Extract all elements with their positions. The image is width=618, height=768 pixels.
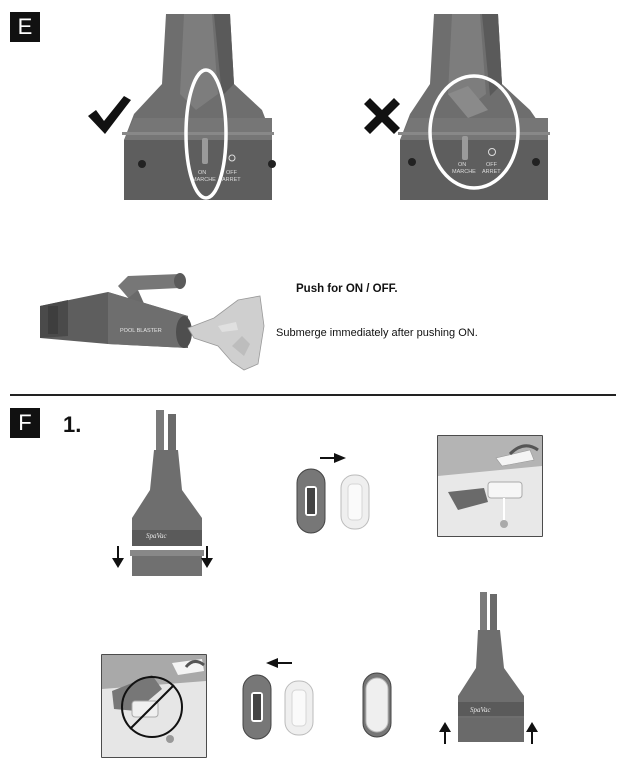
x-mark-icon [364,98,400,134]
section-divider [10,394,616,396]
arrow-down-icon [112,546,124,568]
arrow-up-icon-2 [526,722,538,744]
switch-on-fr-label: MARCHE [192,177,216,183]
switch-on-fr-label-2: MARCHE [452,169,476,175]
filter-assembled-image [362,672,392,738]
switch-off-label-2: OFF [486,162,498,168]
sink-prohibited-photo [101,654,207,758]
pool-blaster-device-image: POOL BLASTER [40,273,265,371]
submerge-instruction: Submerge immediately after pushing ON. [276,327,478,339]
spavac-device-cap-on-image: SpaVac [458,592,524,742]
check-mark-icon [88,96,131,134]
spavac-device-cap-off-image: SpaVac [130,410,204,576]
device-switch-wrong-image: ON MARCHE OFF ARRET [398,14,550,200]
push-on-off-instruction: Push for ON / OFF. [296,283,398,295]
arrow-up-icon [439,722,451,744]
device-switch-correct-image: ON MARCHE OFF ARRET [122,14,276,200]
section-e-badge: E [10,12,40,42]
arrow-left-icon [266,658,292,668]
step-number: 1. [63,412,82,437]
switch-off-label: OFF [226,170,238,176]
prohibited-icon [121,676,183,738]
arrow-right-icon [320,453,346,463]
filter-holder-image [296,468,326,534]
filter-cartridge-image-2 [284,680,314,736]
filter-cartridge-image [340,474,370,530]
switch-on-label: ON [198,170,206,176]
device-brand-label: POOL BLASTER [120,328,162,334]
arrow-down-icon-2 [201,546,213,568]
switch-off-fr-label-2: ARRET [482,169,501,175]
filter-holder-image-2 [242,674,272,740]
switch-off-fr-label: ARRET [222,177,241,183]
switch-on-label-2: ON [458,162,466,168]
spavac-brand-label-2: SpaVac [470,706,492,714]
spavac-brand-label: SpaVac [146,532,168,540]
rinse-filter-photo [437,435,543,537]
section-f-badge: F [10,408,40,438]
